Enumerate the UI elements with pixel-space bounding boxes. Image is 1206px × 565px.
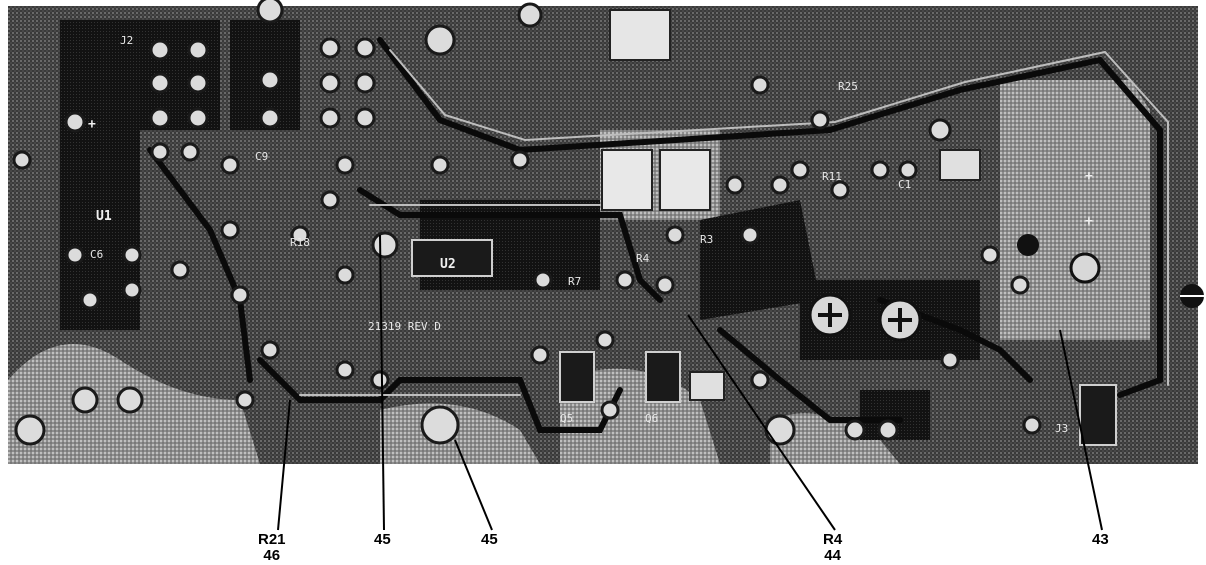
silkscreen-labels: U1 U2 R3 R4 R7 R11 R18 R25 C1 C6 C9 Q5 Q… — [88, 34, 1093, 435]
label-plus-3: + — [1085, 214, 1093, 229]
label-c1: C1 — [898, 178, 911, 191]
callout-45-right: 45 — [481, 532, 498, 548]
label-c6: C6 — [90, 248, 103, 261]
label-plus-1: + — [88, 117, 96, 132]
leader-45-left — [379, 234, 385, 531]
label-u1: U1 — [96, 209, 112, 224]
callout-leader-lines — [277, 234, 1103, 531]
label-q5: Q5 — [560, 412, 573, 425]
callout-45-left: 45 — [374, 532, 391, 548]
leader-43 — [1059, 329, 1103, 531]
callout-r21-ref: R21 — [258, 531, 286, 548]
label-r25: R25 — [838, 80, 858, 93]
pcb-pads — [12, 0, 1111, 446]
pcb-traces-light — [299, 49, 1169, 396]
callout-r4-num: 44 — [824, 547, 841, 564]
callout-r21-46: R21 46 — [258, 532, 286, 564]
callout-r4-ref: R4 — [823, 531, 843, 548]
leader-r4 — [687, 314, 836, 531]
label-c9: C9 — [255, 150, 268, 163]
label-revision: 21319 REV D — [368, 320, 441, 333]
label-r4: R4 — [636, 252, 650, 265]
label-plus-2: + — [1085, 169, 1093, 184]
label-r3: R3 — [700, 233, 713, 246]
callout-r21-num: 46 — [263, 547, 281, 564]
label-j3: J3 — [1055, 422, 1068, 435]
leader-45-right — [454, 439, 493, 531]
callout-r4-44: R4 44 — [823, 532, 842, 564]
callout-43-num: 43 — [1092, 531, 1109, 548]
label-u2: U2 — [440, 257, 456, 272]
label-r11: R11 — [822, 170, 842, 183]
pcb-screws — [411, 9, 1204, 446]
label-j2: J2 — [120, 34, 133, 47]
leader-r21 — [277, 399, 291, 531]
callout-45-right-num: 45 — [481, 531, 498, 548]
callout-45-left-num: 45 — [374, 531, 391, 548]
label-r18: R18 — [290, 236, 310, 249]
label-q6: Q6 — [645, 412, 658, 425]
label-r7: R7 — [568, 275, 581, 288]
callout-43: 43 — [1092, 532, 1109, 548]
